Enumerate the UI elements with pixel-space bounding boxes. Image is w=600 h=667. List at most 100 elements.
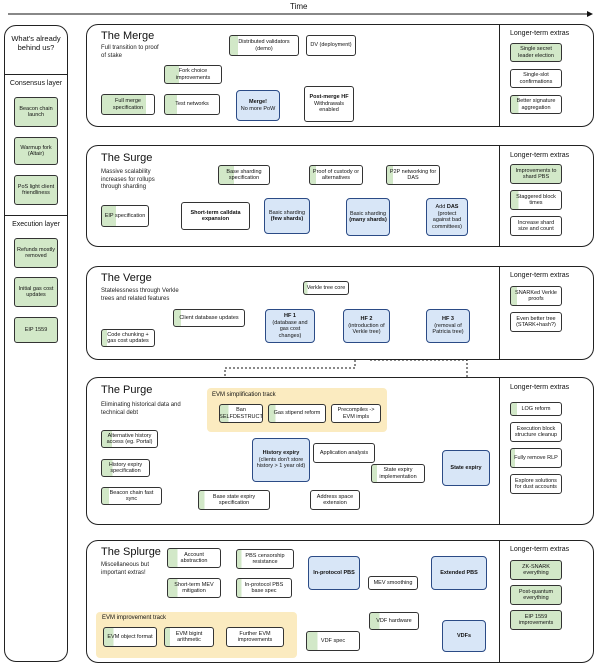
merge-extra-ssle: Single secret leader election xyxy=(510,43,562,62)
code-chunking-box: Code chunking + gas cost updates xyxy=(101,329,155,347)
verge-extra-better-tree: Even better tree (STARK+hash?) xyxy=(510,312,562,332)
merge-extras-title: Longer-term extras xyxy=(510,30,570,37)
history-expiry-sub: (clients don't store history > 1 year ol… xyxy=(256,456,306,470)
custody-box: Proof of custody or alternatives xyxy=(309,165,363,185)
pbs-censorship-box: PBS censorship resistance xyxy=(236,549,294,569)
verge-title: The Verge xyxy=(101,272,152,284)
verge-extra-snarked: SNARKed Verkle proofs xyxy=(510,286,562,306)
verge-hf2-title: HF 2 xyxy=(360,316,373,323)
execution-layer-title: Execution layer xyxy=(12,221,60,228)
splurge-extras-title: Longer-term extras xyxy=(510,546,570,553)
merge-title: The Merge xyxy=(101,30,155,42)
further-evm-box: Further EVM improvements xyxy=(226,627,284,647)
post-merge-hf-sub: Withdrawals enabled xyxy=(314,100,344,114)
merge-divider xyxy=(499,24,500,127)
surge-extra-staggered: Staggered block times xyxy=(510,190,562,210)
surge-extra-shard-pbs: Improvements to shard PBS xyxy=(510,164,562,184)
verge-hf2-box: HF 2 (introduction of Verkle tree) xyxy=(343,309,390,343)
precompiles-box: Precompiles -> EVM impls xyxy=(331,404,381,423)
verge-hf1-box: HF 1 (database and gas cost changes) xyxy=(265,309,315,343)
basic-sharding-few-box: Basic sharding (few shards) xyxy=(264,198,310,234)
surge-title: The Surge xyxy=(101,152,153,164)
basic-sharding-few-bold: (few shards) xyxy=(270,216,304,222)
merge-desc: Full transition to proof of stake xyxy=(101,45,159,59)
verge-hf1-title: HF 1 xyxy=(284,313,296,319)
fork-choice-box: Fork choice improvements xyxy=(164,65,222,84)
address-space-box: Address space extension xyxy=(310,490,360,510)
merge-milestone-title: Merge! xyxy=(248,99,268,105)
verge-hf2-sub: (introduction of Verkle tree) xyxy=(348,322,385,336)
alt-history-box: Alternative history access (eg. Portal) xyxy=(101,430,158,448)
sidebar-title: What's already behind us? xyxy=(11,34,61,52)
basic-sharding-many-box: Basic sharding (many shards) xyxy=(346,198,390,236)
post-merge-hf-title: Post-merge HF xyxy=(309,94,349,101)
execution-item-eip1559: EIP 1559 xyxy=(14,317,58,343)
pbs-base-spec-box: In-protocol PBS base spec xyxy=(236,578,292,598)
surge-extras-title: Longer-term extras xyxy=(510,152,570,159)
purge-extra-rlp: Fully remove RLP xyxy=(510,448,562,468)
splurge-extra-zk-snark: ZK-SNARK everything xyxy=(510,560,562,580)
account-abstraction-box: Account abstraction xyxy=(167,548,221,568)
consensus-item-light-client: PoS light client friendliness xyxy=(14,175,58,205)
purge-divider xyxy=(499,377,500,525)
evm-improvement-title: EVM improvement track xyxy=(102,615,167,621)
time-label: Time xyxy=(290,2,308,11)
consensus-layer-title: Consensus layer xyxy=(9,80,63,87)
add-das-post: (protect against bad committees) xyxy=(432,210,462,230)
splurge-desc: Miscellaneous but important extras! xyxy=(101,562,150,576)
in-protocol-pbs-label: In-protocol PBS xyxy=(313,569,355,576)
purge-extras-title: Longer-term extras xyxy=(510,384,570,391)
basic-sharding-few-pre: Basic sharding xyxy=(268,209,306,216)
merge-extra-signature: Better signature aggregation xyxy=(510,95,562,114)
surge-extra-shard-size: Increase shard size and count xyxy=(510,216,562,236)
p2p-das-box: P2P networking for DAS xyxy=(386,165,440,185)
extended-pbs-box: Extended PBS xyxy=(431,556,487,590)
dv-deployment-box: DV (deployment) xyxy=(306,35,356,56)
app-analysis-box: Application analysis xyxy=(313,443,375,463)
base-sharding-spec-box: Base sharding specification xyxy=(218,165,270,185)
merge-milestone-sub: No more PoW xyxy=(240,105,276,112)
post-merge-hf-box: Post-merge HF Withdrawals enabled xyxy=(304,86,354,122)
history-expiry-title: History expiry xyxy=(262,450,300,457)
client-db-box: Client database updates xyxy=(173,309,245,327)
surge-desc: Massive scalability increases for rollup… xyxy=(101,169,155,190)
verge-hf1-sub: (database and gas cost changes) xyxy=(272,319,308,339)
consensus-item-altair: Warmup fork (Altair) xyxy=(14,137,58,165)
verkle-core-box: Verkle tree core xyxy=(303,281,349,295)
distributed-validators-box: Distributed validators (demo) xyxy=(229,35,299,56)
verge-divider xyxy=(499,266,500,360)
history-spec-box: History expiry specification xyxy=(101,459,150,477)
sidebar-divider-mid xyxy=(4,215,68,216)
vdfs-label: VDFs xyxy=(456,632,472,639)
verge-hf3-box: HF 3 (removal of Patricia tree) xyxy=(426,309,470,343)
gas-stipend-box: Gas stipend reform xyxy=(268,404,326,423)
test-networks-box: Test networks xyxy=(164,94,220,115)
state-impl-box: State expiry implementation xyxy=(371,464,425,483)
basic-sharding-many-pre: Basic sharding xyxy=(349,210,387,217)
base-state-spec-box: Base state expiry specification xyxy=(198,490,270,510)
merge-extra-single-slot: Single-slot confirmations xyxy=(510,69,562,88)
basic-sharding-many-bold: (many shards) xyxy=(349,217,387,223)
add-das-pre: Add xyxy=(435,204,446,210)
in-protocol-pbs-box: In-protocol PBS xyxy=(308,556,360,590)
short-mev-box: Short-term MEV mitigation xyxy=(167,578,221,598)
vdf-spec-box: VDF spec xyxy=(306,631,360,651)
sidebar-panel xyxy=(4,25,68,662)
verge-hf3-sub: (removal of Patricia tree) xyxy=(432,322,464,336)
verge-hf3-title: HF 3 xyxy=(442,316,454,323)
splurge-extra-post-quantum: Post-quantum everything xyxy=(510,585,562,605)
execution-item-refunds: Refunds mostly removed xyxy=(14,238,58,268)
mev-smoothing-box: MEV smoothing xyxy=(368,576,418,590)
sidebar-divider-top xyxy=(4,74,68,75)
purge-desc: Eliminating historical data and technica… xyxy=(101,402,181,416)
purge-title: The Purge xyxy=(101,384,153,396)
add-das-box: Add DAS (protect against bad committees) xyxy=(426,198,468,236)
purge-extra-dust: Explore solutions for dust accounts xyxy=(510,474,562,494)
vdfs-box: VDFs xyxy=(442,620,486,652)
eip-spec-box: EIP specification xyxy=(101,205,149,227)
ban-selfdestruct-box: Ban SELFDESTRUCT xyxy=(219,404,263,423)
verge-desc: Statelessness through Verkle trees and r… xyxy=(101,288,179,302)
surge-divider xyxy=(499,145,500,247)
beacon-sync-box: Beacon chain fast sync xyxy=(101,487,162,505)
evm-bigint-box: EVM bigint arithmetic xyxy=(164,627,214,647)
